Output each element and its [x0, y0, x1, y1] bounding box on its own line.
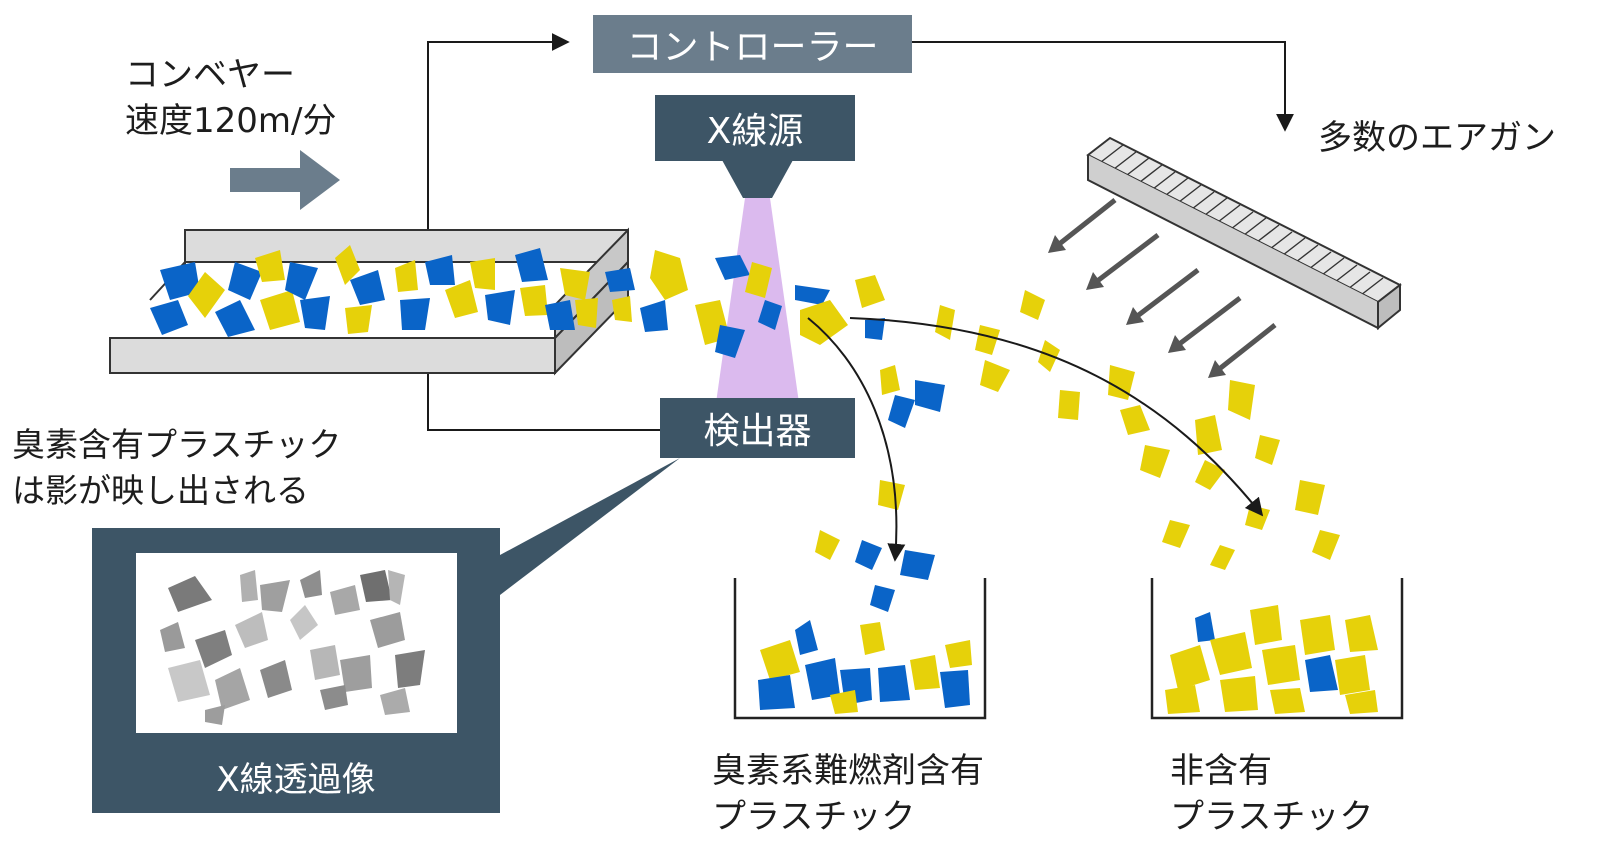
left-bin-label: 臭素系難燃剤含有 プラスチック	[712, 748, 984, 840]
controller-label: コントローラー	[626, 27, 879, 68]
shadow-note: 臭素含有プラスチック は影が映し出される	[12, 422, 341, 514]
air-guns-label: 多数のエアガン	[1318, 118, 1556, 158]
conveyor-to-controller-line	[427, 33, 570, 230]
shadow-note-line2: は影が映し出される	[12, 471, 309, 510]
right-bin-fragments	[1165, 605, 1378, 714]
left-bin-label-line2: プラスチック	[712, 797, 916, 837]
air-gun-array	[1086, 136, 1402, 331]
left-bin-fragments	[758, 620, 972, 714]
conveyor-label: コンベヤー 速度120m/分	[125, 52, 336, 144]
xray-source-label: X線源	[706, 111, 804, 152]
right-bin-trajectory	[849, 317, 1264, 517]
air-blast-arrowheads	[1048, 235, 1226, 378]
left-bin-trajectory	[807, 317, 906, 562]
xray-image-fragments	[160, 570, 425, 725]
shadow-note-line1: 臭素含有プラスチック	[12, 425, 342, 464]
detector-box: 検出器	[660, 398, 855, 458]
controller-to-airguns-line	[912, 41, 1294, 132]
xray-image-callout	[500, 458, 680, 595]
air-blast-arrows	[1056, 198, 1277, 372]
xray-beam	[715, 198, 800, 410]
conveyor-direction-arrow	[230, 150, 340, 210]
xray-image-caption: X線透過像	[216, 760, 376, 800]
signal-lines	[427, 33, 1294, 431]
conveyor-label-line1: コンベヤー	[125, 55, 295, 95]
detector-to-conveyor-line	[427, 370, 660, 431]
conveyor-label-line2: 速度120m/分	[125, 101, 337, 141]
right-bin-label: 非含有 プラスチック	[1170, 748, 1373, 840]
left-bin	[733, 578, 987, 720]
trajectory-arrows	[807, 317, 1264, 562]
right-bin	[1150, 578, 1404, 720]
xray-source-box: X線源	[655, 95, 855, 161]
conveyor-fragments	[150, 245, 598, 337]
falling-fragments	[605, 250, 1340, 612]
xray-image-inner	[136, 553, 457, 733]
xray-source-nozzle	[722, 160, 793, 198]
detector-label: 検出器	[703, 411, 812, 452]
left-bin-label-line1: 臭素系難燃剤含有	[712, 751, 984, 791]
controller-box: コントローラー	[593, 15, 912, 73]
right-bin-label-line2: プラスチック	[1170, 797, 1374, 837]
right-bin-label-line1: 非含有	[1170, 751, 1272, 791]
